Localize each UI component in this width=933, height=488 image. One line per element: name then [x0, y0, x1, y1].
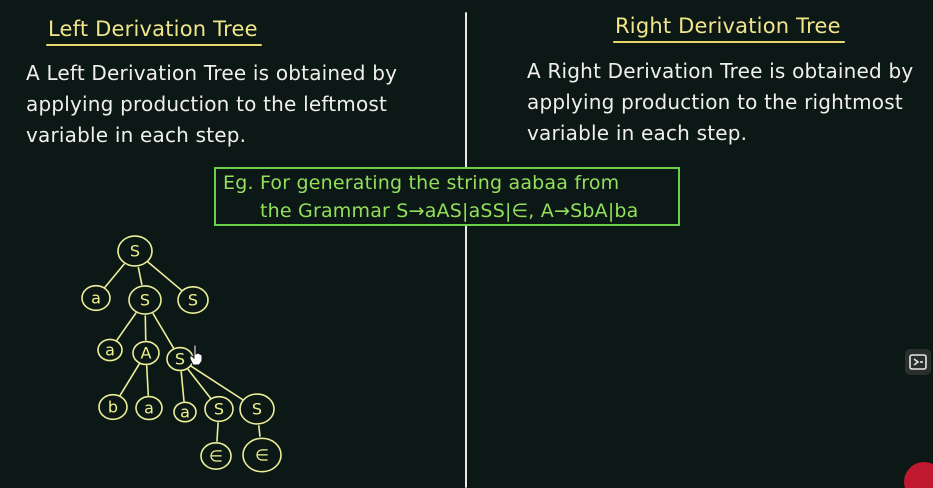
- tree-edge: [216, 422, 219, 442]
- screen-share-glyph: [909, 354, 927, 370]
- tree-node-circle: [132, 340, 160, 366]
- tree-node-label: S: [252, 400, 262, 419]
- tree-node: S: [117, 235, 153, 267]
- tree-node: S: [166, 346, 194, 372]
- example-line-2: the Grammar S→aAS|aSS|∈, A→SbA|ba: [260, 200, 639, 222]
- tree-node-label: a: [91, 289, 101, 308]
- right-heading: Right Derivation Tree: [613, 14, 845, 43]
- tree-edges: [104, 261, 261, 442]
- tree-node-label: b: [108, 398, 118, 417]
- left-heading: Left Derivation Tree: [46, 17, 262, 46]
- tree-node: a: [173, 401, 197, 423]
- screen-share-icon[interactable]: [905, 349, 931, 375]
- tree-node-label: A: [141, 344, 152, 363]
- right-heading-text: Right Derivation Tree: [615, 14, 841, 38]
- tree-edge: [187, 368, 212, 399]
- tree-node-label: a: [180, 403, 190, 422]
- right-description: A Right Derivation Tree is obtained by a…: [527, 56, 913, 149]
- right-heading-underline: [613, 41, 845, 43]
- tree-node: S: [204, 395, 234, 423]
- tree-node-label: S: [130, 242, 140, 261]
- tree-node-circle: [177, 285, 209, 314]
- tree-node-label: S: [188, 291, 198, 310]
- tree-edge: [119, 363, 141, 396]
- right-description-line: variable in each step.: [527, 121, 748, 145]
- tree-node-circle: [97, 338, 123, 362]
- tree-node: S: [128, 285, 162, 315]
- tree-edge: [147, 261, 183, 292]
- tree-node: A: [132, 340, 160, 366]
- tree-node-circle: [173, 401, 197, 423]
- tree-node-circle: [128, 285, 162, 315]
- tree-node: a: [135, 395, 163, 421]
- tree-node-label: ∈: [255, 446, 269, 465]
- example-box: Eg. For generating the string aabaa from…: [214, 167, 680, 226]
- tree-edge: [180, 371, 185, 402]
- tree-node-label: a: [105, 341, 115, 360]
- tree-node-circle: [200, 441, 232, 470]
- hand-cursor-icon: [189, 344, 203, 366]
- tree-edge: [116, 312, 137, 341]
- right-description-line: applying production to the rightmost: [527, 90, 903, 114]
- tree-node-circle: [98, 393, 128, 421]
- left-description: A Left Derivation Tree is obtained by ap…: [26, 58, 397, 151]
- tree-node-label: S: [175, 350, 185, 369]
- tree-edge: [258, 425, 261, 437]
- tree-node: S: [239, 393, 275, 425]
- tree-node-circle: [204, 395, 234, 423]
- tree-node: b: [98, 393, 128, 421]
- tree-edge: [190, 365, 244, 401]
- tree-edge: [137, 266, 143, 286]
- tree-node: a: [81, 284, 111, 312]
- left-description-line: A Left Derivation Tree is obtained by: [26, 61, 398, 85]
- tree-node-label: S: [140, 291, 150, 310]
- left-heading-underline: [46, 44, 262, 46]
- tree-node-circle: [242, 437, 282, 473]
- tree-node-circle: [239, 393, 275, 425]
- tree-node: S: [177, 285, 209, 314]
- tree-node-circle: [117, 235, 153, 267]
- center-divider: [465, 12, 467, 488]
- right-description-line: A Right Derivation Tree is obtained by: [527, 59, 914, 83]
- tree-edge: [152, 312, 175, 349]
- tree-node: ∈: [242, 437, 282, 473]
- left-heading-text: Left Derivation Tree: [48, 17, 258, 41]
- example-line-1: Eg. For generating the string aabaa from: [223, 172, 620, 194]
- tree-node-circle: [135, 395, 163, 421]
- tree-edge: [104, 263, 125, 289]
- tree-node: ∈: [200, 441, 232, 470]
- tree-node-label: S: [214, 400, 224, 419]
- tree-node-label: a: [144, 399, 154, 418]
- left-description-line: variable in each step.: [26, 123, 247, 147]
- tree-edge: [145, 365, 150, 396]
- tree-node-label: ∈: [209, 447, 223, 466]
- left-description-line: applying production to the leftmost: [26, 92, 388, 116]
- tree-node-circle: [81, 284, 111, 312]
- tree-node: a: [97, 338, 123, 362]
